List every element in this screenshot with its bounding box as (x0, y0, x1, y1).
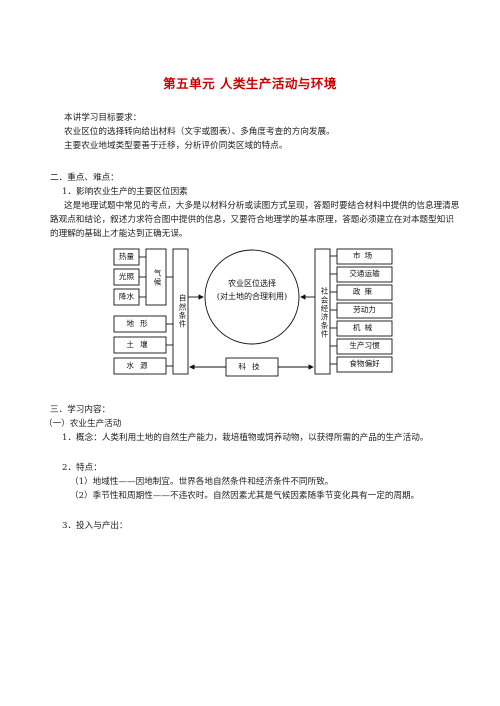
label-water: 水源 (126, 361, 154, 370)
label-transport: 交通运输 (349, 269, 380, 278)
label-food-preference: 食物偏好 (349, 359, 380, 368)
section-3-heading: 三．学习内容： (50, 405, 111, 415)
section-2-item-1: 1．影响农业生产的主要区位因素 (62, 187, 188, 197)
section-3-sub-1: （一）农业生产活动 (44, 419, 122, 429)
goals-heading: 本讲学习目标要求： (64, 113, 142, 123)
label-soil: 土壤 (126, 340, 154, 349)
label-market: 市场 (352, 251, 377, 260)
section-2-heading: 二．重点、难点： (50, 173, 119, 183)
goals-line-1: 农业区位的选择转向给出材料（文字或图表）、多角度考查的方向发展。 (64, 127, 335, 137)
feature-2: （2）季节性和周期性——不违农时。自然因素尤其是气候因素随季节变化具有一定的周期… (70, 491, 420, 501)
label-center-line-2: (对土地的合理利用) (216, 292, 288, 301)
section-2-paragraph: 这是地理试题中常见的考点，大多是以材料分析或读图方式呈现，答题时要结合材料中提供… (50, 201, 460, 239)
feature-1: （1）地域性——因地制宜。世界各地自然条件和经济条件不同所致。 (70, 477, 334, 487)
page-title: 第五单元 人类生产活动与环境 (163, 76, 337, 91)
label-sunlight: 光照 (118, 272, 135, 281)
label-climate: 气候 (153, 269, 162, 287)
label-labor: 劳动力 (353, 305, 376, 314)
label-machinery: 机械 (352, 323, 377, 332)
label-social-conditions: 社会经济条件 (320, 287, 329, 339)
label-policy: 政策 (352, 287, 377, 296)
goals-line-2: 主要农业地域类型要善于迁移，分析评价同类区域的特点。 (64, 141, 288, 151)
label-precipitation: 降水 (118, 292, 135, 301)
label-center-line-1: 农业区位选择 (228, 279, 276, 288)
label-production-habits: 生产习惯 (349, 341, 380, 350)
agriculture-location-diagram: 热量 光照 降水 气候 地形 土壤 水源 自然条件 农业区位选择 (对土地的合理… (110, 246, 395, 384)
label-terrain: 地形 (126, 319, 154, 328)
label-natural-conditions: 自然条件 (178, 293, 187, 329)
concept-paragraph: 1．概念：人类利用土地的自然生产能力，栽培植物或饲养动物，以获得所需的产品的生产… (62, 433, 429, 443)
features-heading: 2．特点： (62, 463, 102, 473)
label-heat: 热量 (118, 252, 135, 261)
diagram-lines (113, 248, 393, 377)
input-output-heading: 3．投入与产出： (62, 521, 128, 531)
label-technology: 科技 (238, 362, 266, 371)
